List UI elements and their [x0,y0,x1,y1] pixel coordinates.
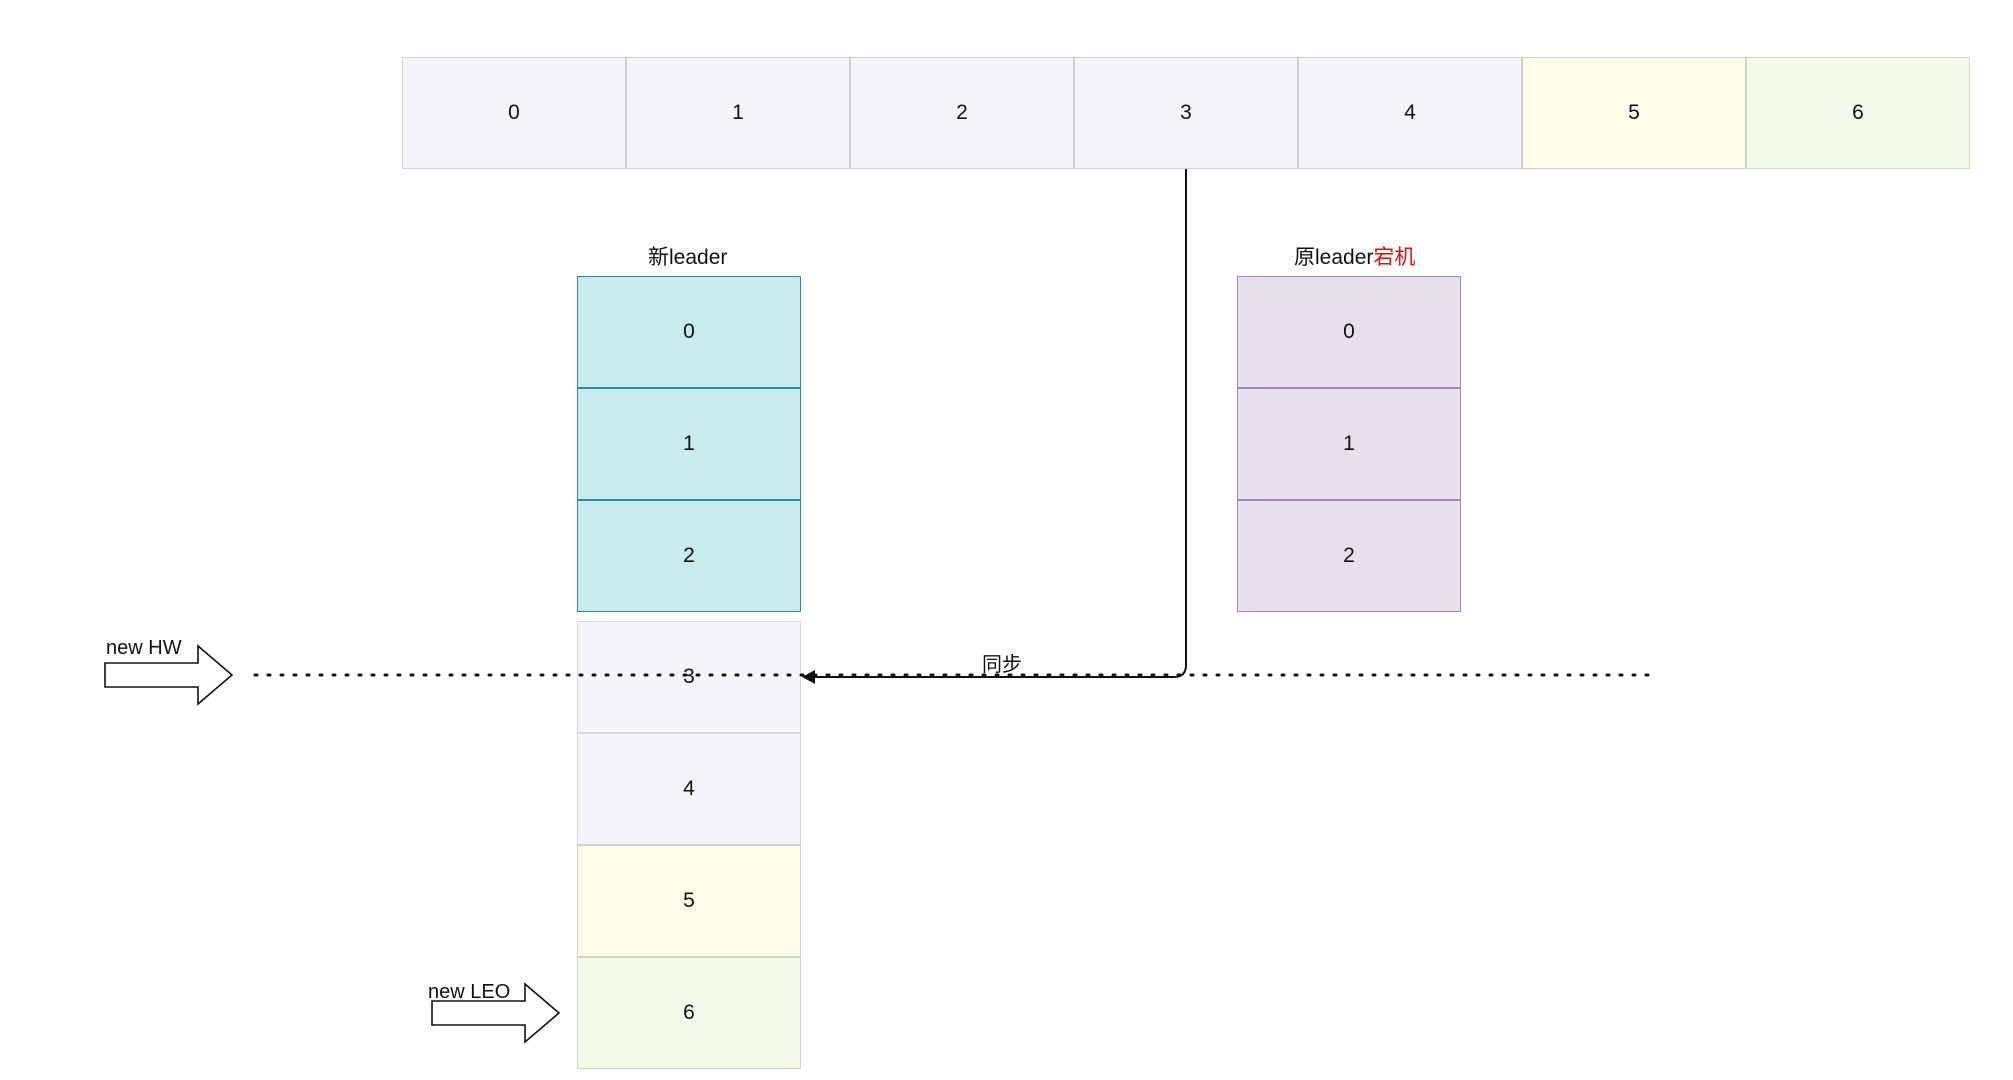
leo-arrow-icon [431,982,561,1044]
new-leader-cell-1: 1 [577,388,801,500]
sync-connector-line [812,169,1187,678]
cell-label: 1 [683,432,695,455]
log-cell-label: 1 [732,101,744,124]
cell-label: 0 [1343,320,1355,343]
new-leader-cell-2: 2 [577,500,801,612]
log-cell-label: 0 [508,101,520,124]
log-cell-1: 1 [626,57,850,169]
new-leader-cell-4: 4 [577,733,801,845]
hw-arrow-icon [104,644,234,706]
old-leader-cell-1: 1 [1237,388,1461,500]
cell-label: 0 [683,320,695,343]
cell-label: 6 [683,1001,695,1024]
log-cell-6: 6 [1746,57,1970,169]
new-leader-title: 新leader [648,246,728,269]
log-cell-3: 3 [1074,57,1298,169]
new-hw-label: new HW [106,637,182,659]
log-cell-0: 0 [402,57,626,169]
cell-label: 4 [683,777,695,800]
cell-label: 1 [1343,432,1355,455]
log-cell-2: 2 [850,57,1074,169]
new-leader-cell-6: 6 [577,957,801,1069]
log-cell-label: 3 [1180,101,1192,124]
log-cell-5: 5 [1522,57,1746,169]
old-leader-title: 原leader宕机 [1294,241,1415,271]
old-leader-down-text: 宕机 [1373,246,1416,269]
new-leader-cell-0: 0 [577,276,801,388]
log-cell-label: 2 [956,101,968,124]
cell-label: 2 [1343,544,1355,567]
new-leader-cell-5: 5 [577,845,801,957]
log-cell-label: 4 [1404,101,1416,124]
sync-label: 同步 [982,654,1022,676]
cell-label: 2 [683,544,695,567]
log-cell-label: 5 [1628,101,1640,124]
cell-label: 5 [683,889,695,912]
new-leo-label: new LEO [428,981,511,1003]
old-leader-cell-2: 2 [1237,500,1461,612]
log-cell-label: 6 [1852,101,1864,124]
old-leader-cell-0: 0 [1237,276,1461,388]
old-leader-title-prefix: 原leader [1294,246,1374,269]
sync-arrowhead-icon [802,670,815,684]
log-cell-4: 4 [1298,57,1522,169]
cell-label: 3 [683,665,695,688]
new-leader-cell-3: 3 [577,621,801,733]
